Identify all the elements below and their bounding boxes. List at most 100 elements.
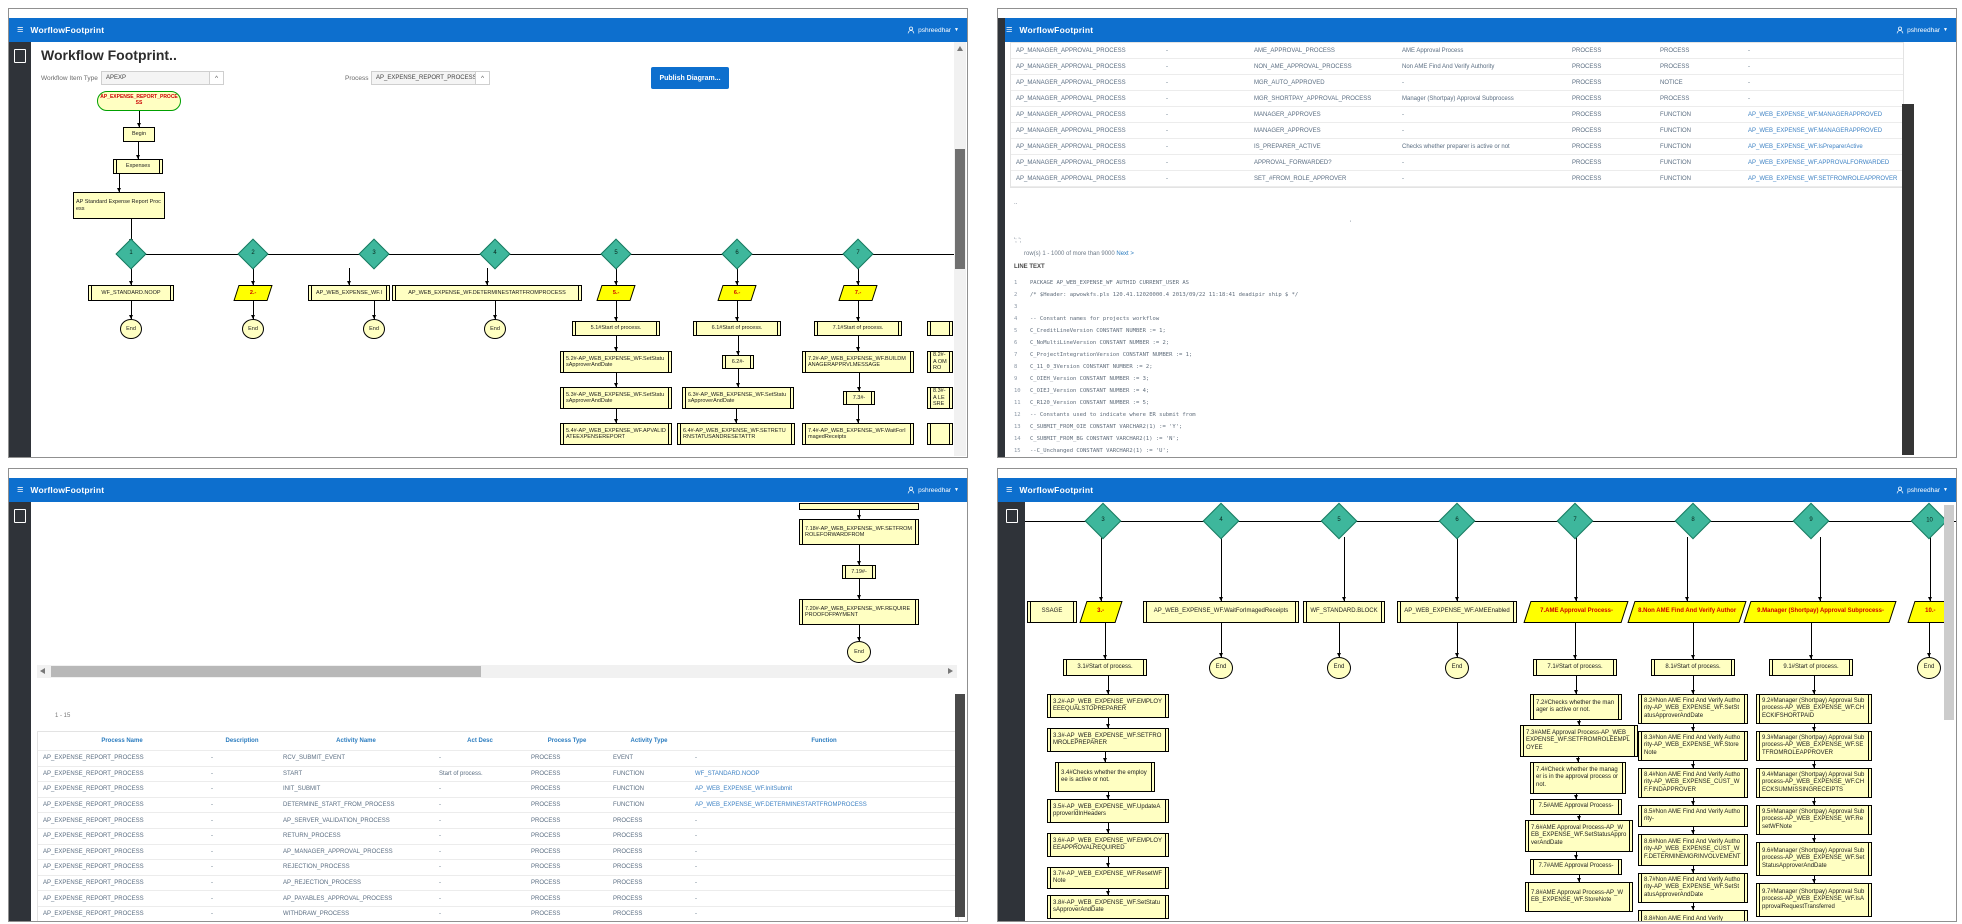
user-menu[interactable]: pshreedhar ▼ xyxy=(907,26,959,34)
publish-diagram-button[interactable]: Publish Diagram... xyxy=(651,67,729,89)
document-icon[interactable] xyxy=(14,509,26,523)
function-link[interactable]: AP_WEB_EXPENSE_WF.IsPreparerActive xyxy=(1748,143,1863,150)
column-header[interactable]: Description xyxy=(225,738,259,744)
menu-icon[interactable]: ≡ xyxy=(17,23,24,36)
browser-strip xyxy=(9,9,967,18)
diagram-node-n83: 8.3#-A LESRE xyxy=(927,387,953,409)
line-number: 3 xyxy=(1014,304,1018,310)
diagram-node-c72: 7.2#Checks whether the manager is active… xyxy=(1530,694,1622,720)
diagram-node-c36: 3.6#-AP_WEB_EXPENSE_WF.EMPLOYEEAPPROVALR… xyxy=(1047,833,1169,857)
flow-connector xyxy=(487,268,488,285)
arrowhead-icon xyxy=(1341,597,1346,601)
cell: PROCESS xyxy=(1572,79,1602,86)
user-menu[interactable]: pshreedhar ▼ xyxy=(1896,26,1948,34)
menu-icon[interactable]: ≡ xyxy=(1006,483,1013,496)
menu-icon[interactable]: ≡ xyxy=(1006,23,1013,36)
process-collapse-button[interactable]: ^ xyxy=(475,71,490,85)
diagram-node-c88: 8.8#Non AME Find And Verify xyxy=(1638,910,1748,921)
flow-connector xyxy=(858,301,859,321)
function-link[interactable]: AP_WEB_EXPENSE_WF.SETFROMROLEAPPROVER xyxy=(1748,175,1898,182)
cell: PROCESS xyxy=(613,880,643,887)
column-header[interactable]: Process Type xyxy=(547,738,587,744)
document-icon[interactable] xyxy=(1005,509,1018,523)
scroll-up-icon[interactable] xyxy=(957,46,963,51)
flow-connector xyxy=(1687,537,1688,601)
column-header[interactable]: Activity Name xyxy=(336,738,376,744)
cell: PROCESS xyxy=(1572,175,1602,182)
item-type-label: Workflow Item Type xyxy=(41,75,98,82)
flow-connector xyxy=(859,579,860,599)
table-row: AP_MANAGER_APPROVAL_PROCESS-IS_PREPARER_… xyxy=(1011,139,1903,155)
cell: - xyxy=(1402,111,1404,118)
function-link[interactable]: WF_STANDARD.NOOP xyxy=(695,770,760,777)
cell: - xyxy=(211,770,213,777)
flow-connector xyxy=(131,219,132,243)
function-link[interactable]: AP_WEB_EXPENSE_WF.MANAGERAPPROVED xyxy=(1748,127,1883,134)
item-type-collapse-button[interactable]: ^ xyxy=(209,71,224,85)
cell: AP_EXPENSE_REPORT_PROCESS xyxy=(43,864,144,871)
cell: - xyxy=(695,817,697,824)
cell: - xyxy=(439,864,441,871)
diagram-node-b4: AP_WEB_EXPENSE_WF.DETERMINESTARTFROMPROC… xyxy=(392,285,582,301)
cell: PROCESS xyxy=(531,786,561,793)
scrollbar-thumb[interactable] xyxy=(955,149,965,269)
process-activities-table: Process Name Description Activity Name Act … xyxy=(37,731,959,921)
column-header[interactable]: Function xyxy=(811,738,837,744)
user-menu[interactable]: pshreedhar ▼ xyxy=(907,486,959,494)
column-header[interactable]: Process Name xyxy=(101,738,143,744)
function-link[interactable]: AP_WEB_EXPENSE_WF.APPROVALFORWARDED xyxy=(1748,159,1890,166)
arrowhead-icon xyxy=(1690,830,1695,834)
arrowhead-icon xyxy=(613,281,618,285)
arrowhead-icon xyxy=(1576,878,1581,882)
diagram-node-d3: 3 xyxy=(358,238,390,270)
flow-connector xyxy=(139,111,140,127)
cell: PROCESS xyxy=(531,833,561,840)
line-text: --C_Unchanged CONSTANT VARCHAR2(1) := 'U… xyxy=(1030,448,1170,454)
function-link[interactable]: AP_WEB_EXPENSE_WF.MANAGERAPPROVED xyxy=(1748,111,1883,118)
arrowhead-icon xyxy=(1105,863,1110,867)
scroll-left-icon[interactable] xyxy=(40,668,45,674)
cell: PROCESS xyxy=(1572,159,1602,166)
flow-connector xyxy=(1105,623,1106,659)
diagram-node-c97: 9.7#Manager (Shortpay) Approval Subproce… xyxy=(1756,883,1872,917)
function-link[interactable]: AP_WEB_EXPENSE_WF.InitSubmit xyxy=(695,786,793,793)
diagram-node-c37: 3.7#-AP_WEB_EXPENSE_WF.ResetWFNote xyxy=(1047,867,1169,889)
cell: - xyxy=(1166,127,1168,134)
cell: AP_MANAGER_APPROVAL_PROCESS xyxy=(1016,143,1126,150)
flow-connector xyxy=(736,409,737,423)
diagram-node-p2: 2.- xyxy=(233,285,273,301)
scrollbar-thumb[interactable] xyxy=(51,666,481,677)
cell: - xyxy=(211,895,213,902)
column-header[interactable]: Act Desc xyxy=(467,738,493,744)
dark-scrollbar-thumb[interactable] xyxy=(1902,104,1914,455)
scroll-right-icon[interactable] xyxy=(948,668,953,674)
stray-quotes: '; '; xyxy=(1014,238,1022,244)
cell: AP_MANAGER_APPROVAL_PROCESS xyxy=(1016,175,1126,182)
dark-scrollbar-thumb[interactable] xyxy=(955,694,965,917)
flow-connector xyxy=(1108,718,1109,728)
line-number: 13 xyxy=(1014,424,1021,430)
diagram-node-c34: 3.4#Checks whether the employee is activ… xyxy=(1055,762,1155,792)
cell: - xyxy=(1166,47,1168,54)
cell: AP_MANAGER_APPROVAL_PROCESS xyxy=(1016,111,1126,118)
scrollbar-thumb[interactable] xyxy=(1944,505,1954,720)
arrowhead-icon xyxy=(1102,655,1107,659)
cell: AP_REJECTION_PROCESS xyxy=(283,880,362,887)
diagram-node-p6: 6.- xyxy=(717,285,757,301)
cell: REJECTION_PROCESS xyxy=(283,864,350,871)
function-link[interactable]: AP_WEB_EXPENSE_WF.DETERMINESTARTFROMPROC… xyxy=(695,802,867,809)
column-header[interactable]: Activity Type xyxy=(630,738,668,744)
next-link[interactable]: Next > xyxy=(1116,251,1134,257)
cell: - xyxy=(439,786,441,793)
cell: PROCESS xyxy=(531,755,561,762)
document-icon[interactable] xyxy=(14,49,26,63)
arrowhead-icon xyxy=(1573,855,1578,859)
user-menu[interactable]: pshreedhar ▼ xyxy=(1896,486,1948,494)
cell: - xyxy=(695,895,697,902)
menu-icon[interactable]: ≡ xyxy=(17,483,24,496)
flow-line xyxy=(131,254,961,255)
cell: FUNCTION xyxy=(1660,159,1691,166)
